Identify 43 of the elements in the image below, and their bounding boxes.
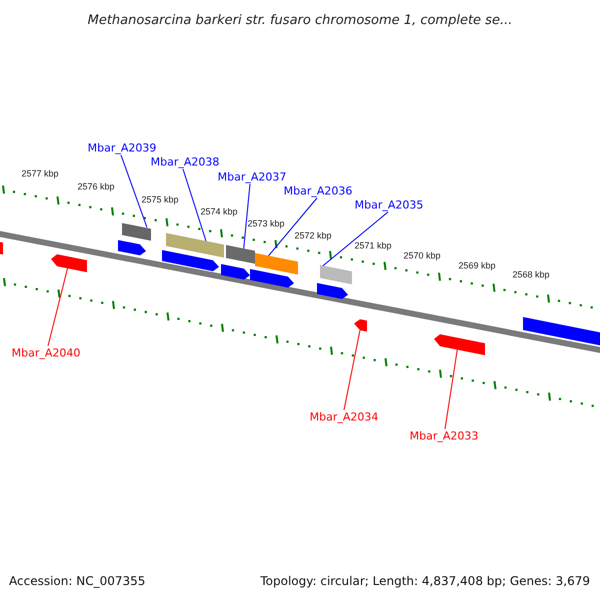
leader-line xyxy=(268,198,318,256)
scale-label: 2571 kbp xyxy=(354,242,392,250)
gene-bar xyxy=(122,223,151,241)
gene-bar xyxy=(221,264,250,280)
gene-bar xyxy=(320,265,352,284)
gene-bar xyxy=(226,245,255,264)
gene-label: Mbar_A2036 xyxy=(284,184,352,198)
leader-line xyxy=(120,154,148,228)
gene-bar xyxy=(250,269,294,288)
gene-bar xyxy=(166,233,224,258)
gene-bar xyxy=(354,319,367,332)
gene-label: Mbar_A2039 xyxy=(88,142,156,154)
gene-label: Mbar_A2034 xyxy=(310,410,378,424)
leader-line xyxy=(344,330,360,410)
scale-label: 2569 kbp xyxy=(458,262,496,270)
leader-line xyxy=(48,268,68,346)
scale-label: 2574 kbp xyxy=(200,208,238,216)
leader-line xyxy=(182,168,206,242)
gene-label: Mbar_A2040 xyxy=(12,346,80,360)
gene-bar xyxy=(523,317,600,346)
gene-bar xyxy=(0,240,3,255)
scale-label: 2568 kbp xyxy=(512,270,550,280)
gene-bar xyxy=(434,334,485,356)
leader-line xyxy=(322,212,388,266)
topology-label: Topology: circular; Length: 4,837,408 bp; Genes: 3,679 xyxy=(260,574,590,589)
gene-label: Mbar_A2037 xyxy=(218,170,286,184)
scale-label: 2576 kbp xyxy=(77,182,115,192)
title: Methanosarcina barkeri str. fusaro chromosome 1, complete se... xyxy=(86,12,514,30)
gene-bar xyxy=(317,283,348,299)
gene-label: Mbar_A2035 xyxy=(354,198,424,212)
gene-label: Mbar_A2033 xyxy=(410,430,478,442)
scale-label: 2572 kbp xyxy=(294,232,332,240)
scale-label: 2573 kbp xyxy=(247,220,285,228)
accession-label: Accession: NC_007355 xyxy=(9,574,146,589)
gene-bar xyxy=(162,250,219,272)
leader-line xyxy=(444,349,458,430)
gene-bar xyxy=(255,253,298,275)
scale-label: 2570 kbp xyxy=(403,252,441,260)
scale-label: 2577 kbp xyxy=(21,170,59,178)
gene-bar xyxy=(51,254,87,272)
gene-label: Mbar_A2038 xyxy=(150,156,220,168)
scale-label: 2575 kbp xyxy=(141,196,179,204)
gene-bar xyxy=(118,240,146,256)
